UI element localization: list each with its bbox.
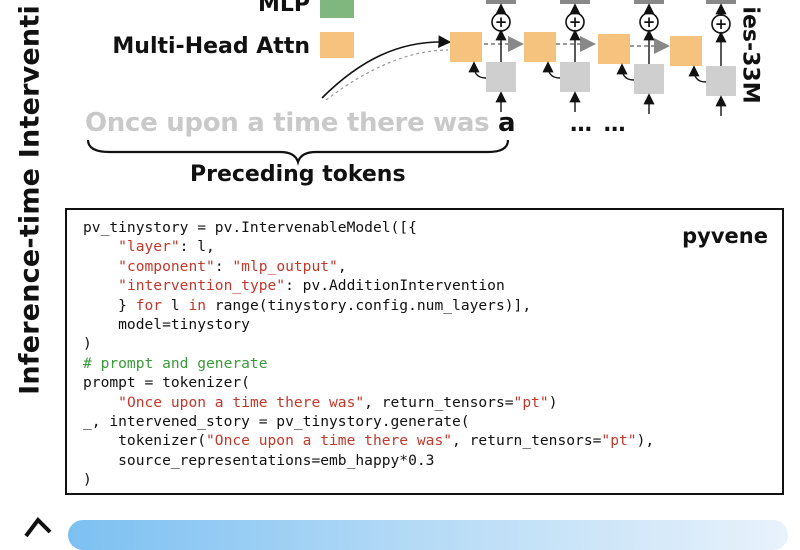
top-block	[486, 0, 516, 4]
svg-text:+: +	[569, 13, 582, 31]
code-block: pv_tinystory = pv.IntervenableModel([{ "…	[83, 219, 655, 489]
preceding-tokens-brace	[86, 139, 510, 166]
model-label: ies-33M	[730, 0, 770, 110]
svg-text:+: +	[643, 13, 656, 31]
bottom-chevron-icon	[24, 516, 52, 538]
prompt-flow-arrow	[321, 35, 452, 99]
attn-block	[524, 32, 556, 62]
prompt-faded: Once upon a time there was	[85, 108, 499, 138]
layer-column-3: +	[598, 0, 664, 114]
code-line-1: pv_tinystory = pv.IntervenableModel([{	[83, 219, 417, 236]
prompt-last-token: a	[498, 108, 516, 138]
svg-text:+: +	[495, 13, 508, 31]
layer-column-4: +	[670, 0, 736, 116]
top-block	[706, 0, 736, 4]
code-box: pyvene pv_tinystory = pv.IntervenableMod…	[65, 208, 784, 495]
pyvene-tag: pyvene	[682, 224, 768, 248]
legend-mlp-label: MLP	[257, 0, 310, 17]
prompt-flow-arrow-shadow	[325, 49, 449, 101]
residual-block	[560, 62, 590, 92]
code-line-2: "layer"	[118, 238, 180, 256]
residual-block	[486, 62, 516, 92]
top-block	[560, 0, 590, 4]
preceding-tokens-label: Preceding tokens	[190, 162, 406, 187]
layer-column-1: +	[450, 0, 516, 112]
bottom-panel	[68, 520, 788, 550]
legend-mlp-swatch	[320, 0, 354, 18]
legend-attn-swatch	[320, 32, 354, 58]
prompt-text: Once upon a time there was a	[85, 108, 516, 138]
layer-column-2: +	[524, 0, 590, 112]
attn-block	[598, 34, 630, 64]
continuation-ellipsis: … …	[570, 112, 628, 137]
top-block	[634, 0, 664, 4]
model-label-text: ies-33M	[737, 6, 763, 104]
attn-block	[670, 36, 702, 66]
residual-block	[706, 66, 736, 96]
code-comment: # prompt and generate	[83, 354, 268, 372]
transformer-diagram: + + + +	[86, 0, 736, 166]
svg-text:+: +	[715, 15, 728, 33]
attn-block	[450, 32, 482, 62]
residual-block	[634, 64, 664, 94]
legend-attn-label: Multi-Head Attn	[112, 34, 310, 59]
